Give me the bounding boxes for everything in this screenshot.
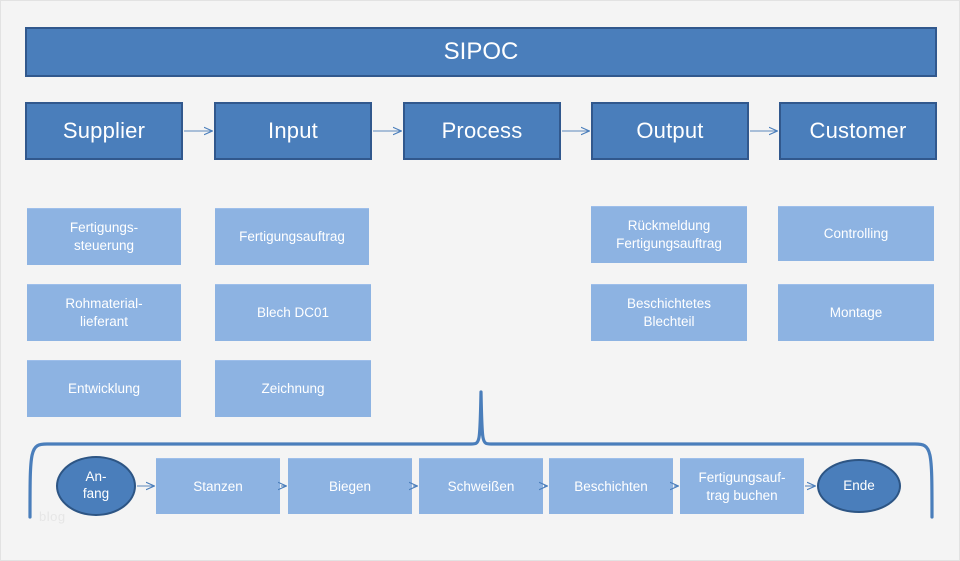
column-header-supplier-label: Supplier: [62, 118, 146, 143]
flow-step-3[interactable]: Schweißen: [419, 458, 543, 514]
customer-item-1[interactable]: Controlling: [778, 206, 934, 261]
slide-title-bar: SIPOC: [25, 27, 937, 77]
supplier-item-2[interactable]: Rohmaterial-lieferant: [27, 284, 181, 341]
flow-step-2-label: Biegen: [328, 478, 372, 494]
flow-start-label: An-fang: [82, 469, 110, 501]
input-item-3[interactable]: Zeichnung: [215, 360, 371, 417]
customer-item-2-label: Montage: [829, 304, 883, 320]
flow-step-5[interactable]: Fertigungsauf-trag buchen: [680, 458, 804, 514]
column-header-output-label: Output: [636, 118, 704, 143]
supplier-item-3-label: Entwicklung: [67, 380, 141, 396]
flow-start-node[interactable]: An-fang: [56, 456, 136, 516]
input-item-2-label: Blech DC01: [256, 304, 330, 320]
flow-step-4[interactable]: Beschichten: [549, 458, 673, 514]
column-header-output[interactable]: Output: [591, 102, 749, 160]
column-header-input-label: Input: [268, 118, 318, 143]
flow-end-node[interactable]: Ende: [817, 459, 901, 513]
supplier-item-1-label: Fertigungs-steuerung: [69, 219, 139, 253]
supplier-item-1[interactable]: Fertigungs-steuerung: [27, 208, 181, 265]
column-header-supplier[interactable]: Supplier: [25, 102, 183, 160]
blog-watermark: blog: [39, 509, 66, 524]
supplier-item-2-label: Rohmaterial-lieferant: [65, 295, 143, 329]
column-header-process-label: Process: [441, 118, 523, 143]
column-header-process[interactable]: Process: [403, 102, 561, 160]
flow-step-5-label: Fertigungsauf-trag buchen: [698, 469, 786, 503]
page-title: SIPOC: [443, 38, 519, 65]
column-header-input[interactable]: Input: [214, 102, 372, 160]
flow-step-2[interactable]: Biegen: [288, 458, 412, 514]
input-item-1[interactable]: Fertigungsauftrag: [215, 208, 369, 265]
input-item-2[interactable]: Blech DC01: [215, 284, 371, 341]
input-item-1-label: Fertigungsauftrag: [239, 228, 345, 244]
supplier-item-3[interactable]: Entwicklung: [27, 360, 181, 417]
customer-item-1-label: Controlling: [823, 225, 889, 241]
column-header-customer[interactable]: Customer: [779, 102, 937, 160]
input-item-3-label: Zeichnung: [261, 380, 325, 396]
customer-item-2[interactable]: Montage: [778, 284, 934, 341]
flow-step-1[interactable]: Stanzen: [156, 458, 280, 514]
flow-step-4-label: Beschichten: [574, 478, 648, 494]
column-header-customer-label: Customer: [809, 118, 907, 143]
flow-end-label: Ende: [843, 477, 875, 493]
flow-step-1-label: Stanzen: [193, 478, 243, 494]
flow-step-3-label: Schweißen: [447, 478, 515, 494]
